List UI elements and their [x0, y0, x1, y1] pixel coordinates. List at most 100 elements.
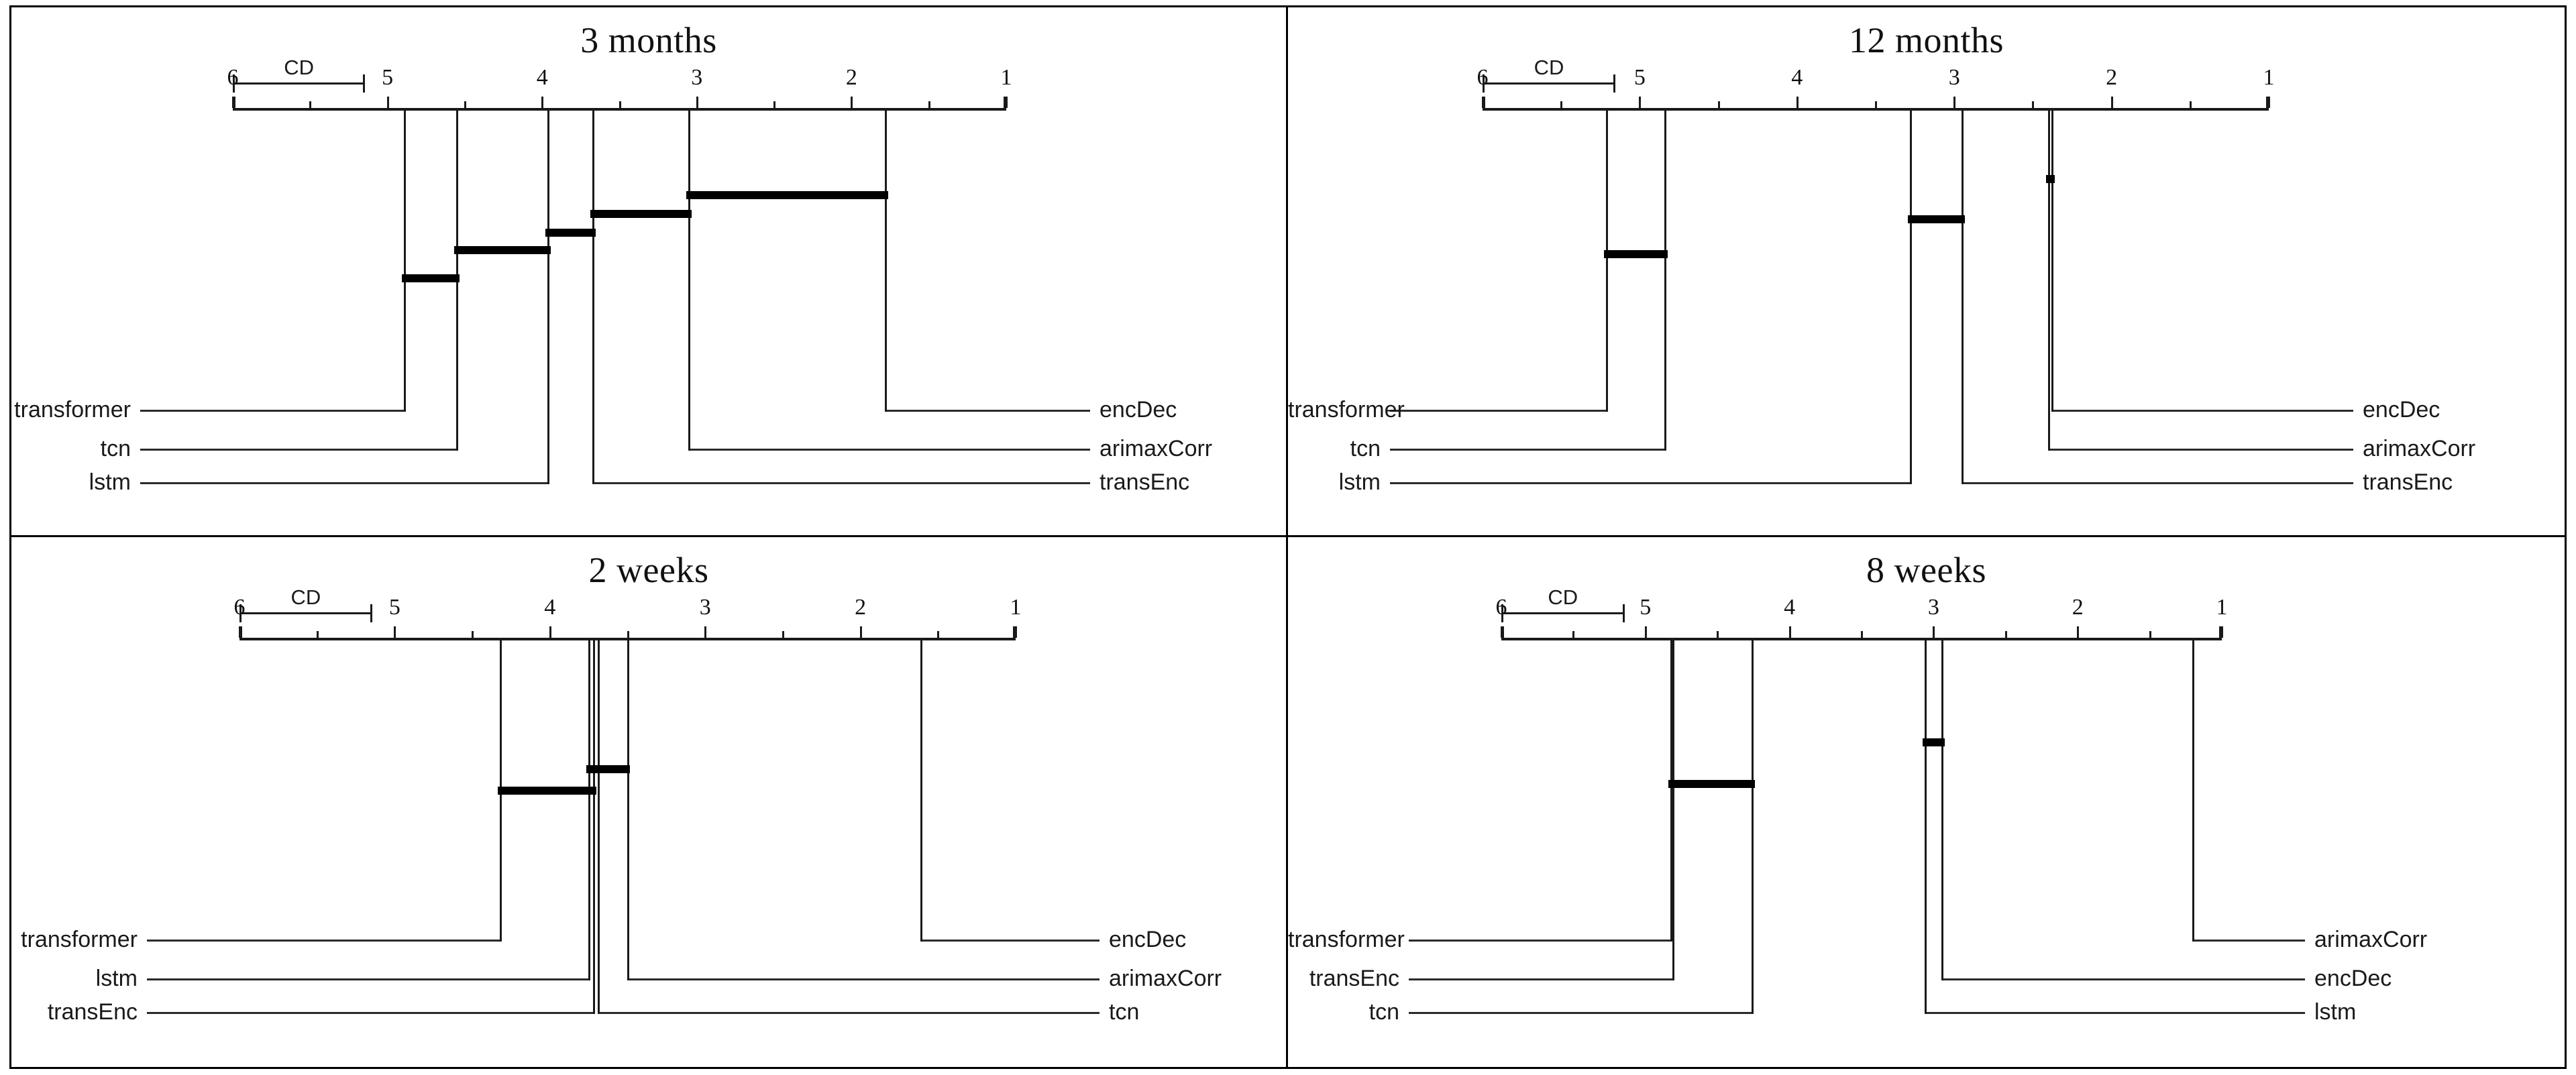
axis-tick-minor [1875, 101, 1877, 108]
axis-tick-minor [309, 101, 312, 108]
clique-crossbar [686, 191, 889, 199]
method-label-left: lstm [95, 966, 138, 991]
axis-tick-major [859, 626, 862, 638]
rank-row-line-left [1390, 482, 1911, 484]
axis-tick-major [1933, 626, 1935, 638]
method-label-right: encDec [1109, 927, 1187, 952]
method-label-right: encDec [2314, 966, 2392, 991]
axis-tick-minor [782, 631, 784, 638]
rank-row-line-left [1409, 1012, 1752, 1014]
axis-tick-major [394, 626, 396, 638]
axis-tick-label: 5 [382, 65, 394, 90]
rank-row-line-left [140, 410, 405, 412]
cd-cap-left [1483, 74, 1485, 93]
axis-tick-major [696, 97, 698, 108]
cd-cap-right [370, 604, 372, 622]
rank-connector-right [2192, 638, 2195, 942]
rank-connector-right [592, 108, 595, 484]
axis-tick-major [1006, 97, 1008, 108]
axis-tick-label: 4 [536, 65, 548, 90]
axis-tick-major [1015, 626, 1017, 638]
panel-title: 8 weeks [1866, 550, 1986, 590]
axis-tick-label: 6 [227, 65, 239, 90]
rank-connector-right [920, 638, 922, 942]
rank-row-line-right [2193, 940, 2305, 942]
clique-crossbar [1604, 250, 1668, 258]
axis-tick-label: 6 [1495, 595, 1507, 620]
method-label-right: transEnc [2363, 469, 2453, 495]
axis-tick-label: 2 [2072, 595, 2084, 620]
axis-tick-minor [773, 101, 776, 108]
rank-connector-right [597, 638, 600, 1014]
axis-tick-label: 1 [1000, 65, 1012, 90]
axis-tick-minor [2149, 631, 2151, 638]
rank-row-line-right [689, 449, 1090, 451]
method-label-right: encDec [1099, 397, 1177, 422]
rank-row-line-left [147, 978, 589, 980]
cd-bar [239, 612, 372, 614]
clique-crossbar [1907, 215, 1965, 223]
axis-tick-label: 1 [1010, 595, 1022, 620]
axis-tick-minor [937, 631, 940, 638]
axis-tick-label: 3 [1948, 65, 1960, 90]
rank-connector-right [885, 108, 888, 412]
rank-connector-right [688, 108, 691, 451]
method-label-right: transEnc [1099, 469, 1190, 495]
axis-endcap-left [1483, 97, 1485, 111]
axis-endcap-left [1501, 626, 1504, 640]
method-label-right: arimaxCorr [1109, 966, 1222, 991]
axis-tick-label: 3 [1927, 595, 1939, 620]
axis-tick-label: 5 [388, 595, 400, 620]
method-label-left: transEnc [1309, 966, 1399, 991]
rank-row-line-left [1390, 410, 1607, 412]
rank-connector-left [547, 108, 550, 484]
rank-connector-right [1924, 638, 1927, 1014]
rank-row-line-left [1409, 940, 1672, 942]
axis-tick-major [386, 97, 389, 108]
axis-tick-major [851, 97, 853, 108]
axis-tick-major [541, 97, 544, 108]
method-label-right: arimaxCorr [2363, 436, 2476, 461]
axis-tick-major [232, 97, 234, 108]
method-label-right: arimaxCorr [2314, 927, 2428, 952]
method-label-left: lstm [1338, 469, 1381, 495]
rank-connector-left [1672, 638, 1674, 980]
rank-connector-left [1909, 108, 1912, 484]
panel-title: 3 months [580, 20, 717, 60]
axis-tick-label: 4 [1791, 65, 1803, 90]
rank-row-line-left [140, 449, 458, 451]
axis-tick-minor [1717, 101, 1720, 108]
rank-row-line-left [140, 482, 549, 484]
axis-tick-minor [1861, 631, 1863, 638]
cd-cap-right [1622, 604, 1625, 622]
clique-crossbar [586, 765, 631, 773]
rank-connector-left [1606, 108, 1609, 412]
method-label-right: encDec [2363, 397, 2440, 422]
method-label-left: tcn [1368, 999, 1399, 1025]
axis-endcap-left [239, 626, 242, 640]
rank-row-line-right [885, 410, 1090, 412]
axis-tick-label: 5 [1640, 595, 1652, 620]
clique-crossbar [1668, 780, 1755, 788]
rank-connector-left [403, 108, 406, 412]
axis-tick-minor [1717, 631, 1719, 638]
axis-tick-label: 2 [2106, 65, 2118, 90]
axis-tick-major [1644, 626, 1647, 638]
axis-tick-major [1482, 97, 1484, 108]
method-label-left: transformer [14, 397, 131, 422]
axis-tick-label: 3 [699, 595, 711, 620]
axis-tick-label: 4 [544, 595, 556, 620]
cd-bar [1483, 82, 1616, 84]
clique-crossbar [2045, 175, 2055, 183]
axis-tick-major [1788, 626, 1791, 638]
rank-axis-line [1501, 638, 2222, 640]
cd-cap-right [363, 74, 366, 93]
cd-cap-left [1501, 604, 1503, 622]
clique-crossbar [454, 246, 551, 254]
rank-connector-left [1751, 638, 1754, 1014]
